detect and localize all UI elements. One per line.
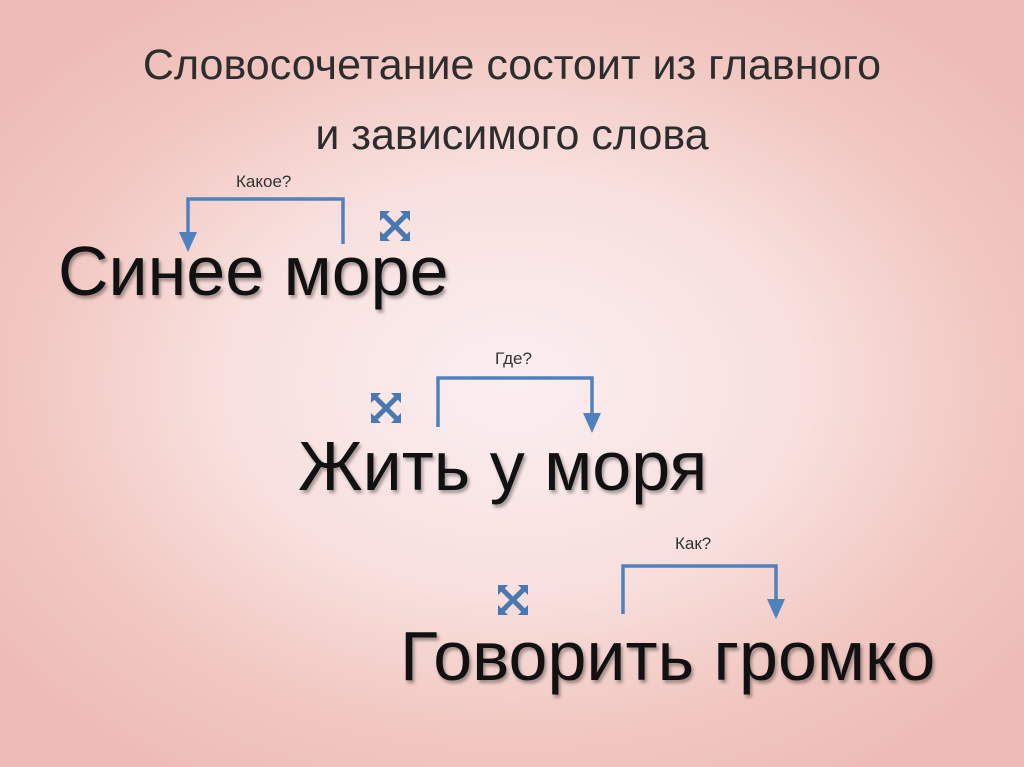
phrase-3: Говорить громко: [400, 617, 936, 695]
cross-arrows-icon: [371, 393, 401, 423]
title-line-1: Словосочетание состоит из главного: [142, 41, 882, 89]
dependency-arrow-2: [436, 376, 601, 433]
question-label-2: Где?: [495, 349, 532, 368]
phrase-1: Синее море: [58, 232, 449, 310]
question-label-3: Как?: [675, 534, 712, 553]
phrase-2: Жить у моря: [298, 427, 708, 505]
dependency-arrow-3: [621, 564, 785, 619]
question-label-1: Какое?: [236, 172, 292, 191]
cross-arrows-icon: [498, 585, 528, 615]
title-line-2: и зависимого слова: [315, 111, 709, 159]
